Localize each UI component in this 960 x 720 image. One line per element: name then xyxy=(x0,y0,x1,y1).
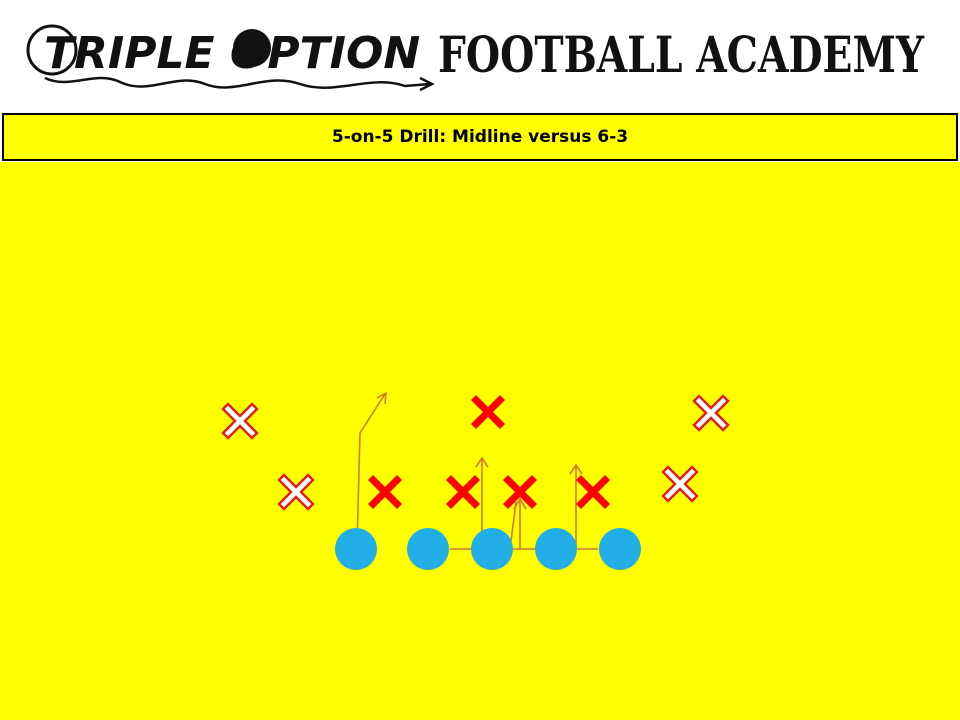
defender-outside-right xyxy=(661,465,699,503)
defense-outline xyxy=(221,394,730,511)
offense-player-3 xyxy=(471,528,513,570)
logo-squiggle xyxy=(44,76,431,89)
route-left-tackle xyxy=(356,393,386,547)
offense-player-4 xyxy=(535,528,577,570)
logo-o-ball xyxy=(233,29,271,67)
offense-player-2 xyxy=(407,528,449,570)
routes xyxy=(356,391,598,550)
defender-outside-left xyxy=(277,473,315,511)
offense-player-5 xyxy=(599,528,641,570)
route-guard-arrow-icon xyxy=(513,497,527,510)
defender-mike xyxy=(471,395,505,429)
header-banner: TRIPLE OPTION FOOTBALL ACADEMY xyxy=(0,0,960,108)
logo: TRIPLE OPTION FOOTBALL ACADEMY xyxy=(26,24,925,92)
defender-outside-left-deep xyxy=(221,402,259,440)
logo-text-football-academy: FOOTBALL ACADEMY xyxy=(438,25,925,84)
diagram-title-bar: 5-on-5 Drill: Midline versus 6-3 xyxy=(2,113,958,161)
defender-dl-1 xyxy=(368,475,402,509)
logo-t-circle xyxy=(26,24,78,76)
logo-arrow-icon xyxy=(419,76,435,92)
defender-dl-2 xyxy=(446,475,480,509)
defender-dl-4 xyxy=(576,475,610,509)
route-center-arrow-icon xyxy=(475,456,489,468)
logo-text-triple-option: TRIPLE OPTION xyxy=(44,28,420,79)
offense xyxy=(335,528,641,570)
defense-solid xyxy=(368,395,610,509)
route-left-tackle-arrow-icon xyxy=(376,391,387,405)
route-right-tackle-arrow-icon xyxy=(569,463,583,475)
field xyxy=(0,162,960,720)
diagram-title: 5-on-5 Drill: Midline versus 6-3 xyxy=(331,127,629,147)
defender-outside-right-deep xyxy=(692,394,730,432)
offense-player-1 xyxy=(335,528,377,570)
play-diagram xyxy=(221,391,730,570)
